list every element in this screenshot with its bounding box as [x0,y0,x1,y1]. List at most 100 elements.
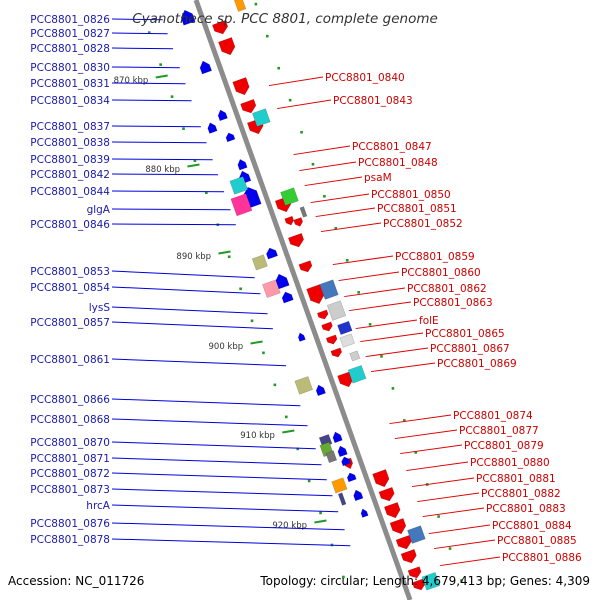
kbp-tick [218,250,231,255]
left-leader-line [111,418,308,427]
gene-block-17 [331,477,348,494]
right-leader-line [370,362,436,373]
right-gene-label: PCC8801_0879 [464,440,544,452]
left-leader-line [111,32,168,35]
kbp-label: 910 kbp [240,431,275,441]
right-leader-line [277,99,332,110]
right-gene-label: PCC8801_0869 [437,358,517,370]
gene-forward-22 [400,548,417,564]
left-gene-label: PCC8801_0876 [30,518,110,530]
ruler-dot [273,383,277,387]
right-gene-label: PCC8801_0863 [413,297,493,309]
ruler-dot [296,447,300,451]
right-leader-line [268,76,324,87]
gene-forward-19 [383,502,401,519]
left-gene-label: PCC8801_0844 [30,186,110,198]
right-gene-label: PCC8801_0850 [371,189,451,201]
left-gene-label: PCC8801_0853 [30,266,110,278]
ruler-dot [262,351,265,355]
right-gene-label: PCC8801_0840 [325,72,405,84]
kbp-label: 890 kbp [176,252,211,262]
right-leader-line [434,539,496,550]
ruler-dot [345,259,349,262]
left-leader-line [111,190,225,193]
right-gene-label: PCC8801_0862 [407,283,487,295]
left-gene-label: PCC8801_0861 [30,354,110,366]
left-leader-line [111,504,339,513]
accession-label: Accession: NC_011726 [8,574,144,588]
left-leader-line [111,286,261,295]
kbp-tick [314,519,327,524]
right-leader-line [440,556,501,567]
ruler-dot [277,66,281,70]
gene-block-2 [230,193,253,217]
ruler-dot [205,191,208,195]
gene-forward-11 [316,309,329,320]
ruler-dot [448,547,452,550]
left-leader-line [111,66,180,69]
kbp-label: 870 kbp [114,76,149,86]
kbp-tick [282,429,295,434]
right-leader-line [320,222,382,233]
ruler-dot [193,159,197,163]
ruler-dot [170,95,174,98]
ruler-dot [414,451,418,454]
map-title: Cyanothece sp. PCC 8801, complete genome [132,11,438,27]
kbp-tick [250,340,263,345]
left-gene-label: PCC8801_0839 [30,154,110,166]
right-gene-label: PCC8801_0843 [333,95,413,107]
left-leader-line [111,398,301,407]
left-gene-label: PCC8801_0837 [30,121,110,133]
gene-reverse-8 [266,247,278,260]
gene-reverse-2 [217,109,228,122]
ruler-dot [460,579,463,582]
right-leader-line [332,255,394,266]
gene-block-11 [349,350,361,362]
right-leader-line [293,145,351,156]
gene-forward-3 [240,98,257,114]
right-leader-line [394,429,458,440]
gene-block-7 [319,279,339,300]
gene-block-9 [337,320,353,335]
right-gene-label: PCC8801_0884 [492,520,572,532]
left-leader-line [111,223,236,226]
left-gene-label: PCC8801_0826 [30,14,110,26]
gene-forward-0 [212,19,229,35]
ruler-dot [182,127,185,130]
right-leader-line [422,507,485,518]
right-gene-label: PCC8801_0883 [486,503,566,515]
right-gene-label: PCC8801_0882 [481,488,561,500]
left-gene-label: PCC8801_0873 [30,484,110,496]
gene-forward-7 [293,217,303,227]
right-gene-label: psaM [364,172,392,184]
gene-reverse-1 [199,60,212,75]
right-leader-line [360,332,424,343]
right-gene-label: PCC8801_0851 [377,203,457,215]
gene-block-19 [407,525,426,544]
left-leader-line [111,522,345,531]
left-leader-line [111,99,192,102]
gene-reverse-18 [360,508,369,518]
gene-reverse-12 [315,384,326,397]
right-gene-label: PCC8801_0852 [383,218,463,230]
kbp-label: 920 kbp [272,521,307,531]
left-gene-label: PCC8801_0868 [30,414,110,426]
left-gene-label: lysS [89,302,111,314]
right-leader-line [338,271,400,282]
gene-reverse-14 [337,445,348,458]
ruler-dot [284,415,288,419]
ruler-dot [147,31,151,34]
left-gene-label: PCC8801_0857 [30,317,110,329]
kbp-tick [155,74,168,79]
gene-forward-13 [325,334,338,345]
gene-block-3 [280,187,299,206]
ruler-dot [311,162,315,166]
ruler-dot [342,575,345,579]
gene-forward-14 [330,347,342,358]
gene-block-0 [252,108,271,127]
right-gene-label: PCC8801_0859 [395,251,475,263]
left-gene-label: PCC8801_0871 [30,453,110,465]
ruler-dot [250,319,254,323]
ruler-dot [334,226,338,230]
gene-reverse-11 [298,332,306,342]
